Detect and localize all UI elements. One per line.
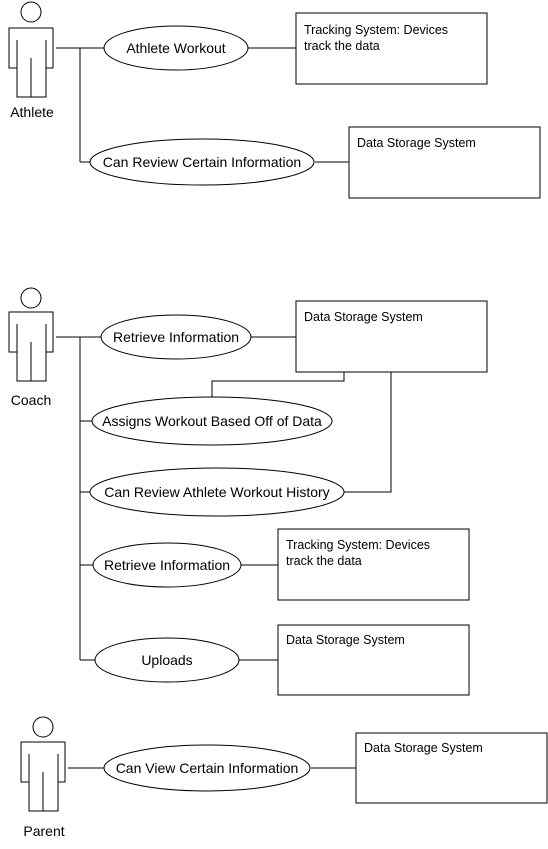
use-case-athlete-workout: Athlete Workout	[103, 25, 249, 71]
system-label: Data Storage System	[357, 136, 476, 150]
actor-label-parent: Parent	[23, 823, 64, 839]
actor-head	[20, 287, 42, 309]
use-case-label: Can Review Athlete Workout History	[104, 484, 329, 500]
system-label: Data Storage System	[286, 633, 405, 647]
system-label-line-2: track the data	[304, 39, 380, 53]
system-box-tracking-2: Tracking System: Devices track the data	[277, 528, 470, 601]
use-case-label: Uploads	[141, 652, 192, 668]
actor-label-athlete: Athlete	[10, 104, 54, 120]
use-case-can-review-athlete-workout-history: Can Review Athlete Workout History	[89, 467, 345, 517]
system-box-storage-1: Data Storage System	[348, 126, 541, 199]
athlete-connectors	[56, 47, 349, 163]
use-case-retrieve-information-2: Retrieve Information	[92, 542, 242, 588]
use-case-label: Assigns Workout Based Off of Data	[102, 413, 322, 429]
use-case-can-review-certain-information: Can Review Certain Information	[89, 138, 315, 186]
system-box-storage-3: Data Storage System	[277, 624, 470, 696]
actor-parent: Parent	[20, 716, 66, 839]
system-label-line-1: Tracking System: Devices	[304, 23, 448, 37]
system-box-tracking-1: Tracking System: Devices track the data	[295, 12, 488, 85]
use-case-label: Can View Certain Information	[116, 760, 299, 776]
system-label: Data Storage System	[304, 310, 423, 324]
actor-head	[32, 716, 54, 738]
actor-label-coach: Coach	[11, 392, 51, 408]
use-case-assigns-workout: Assigns Workout Based Off of Data	[91, 396, 333, 446]
system-box-storage-4: Data Storage System	[355, 732, 548, 804]
actor-athlete: Athlete	[8, 1, 54, 120]
system-label: Data Storage System	[364, 741, 483, 755]
use-case-can-view-certain-information: Can View Certain Information	[103, 744, 311, 792]
use-case-label: Retrieve Information	[104, 557, 230, 573]
system-label-line-2: track the data	[286, 554, 362, 568]
actor-coach: Coach	[8, 287, 54, 408]
actor-head	[20, 1, 42, 23]
use-case-uploads: Uploads	[94, 637, 240, 683]
use-case-label: Retrieve Information	[113, 329, 239, 345]
coach-connectors	[56, 336, 392, 661]
system-label-line-1: Tracking System: Devices	[286, 538, 430, 552]
use-case-label: Athlete Workout	[126, 40, 225, 56]
use-case-label: Can Review Certain Information	[103, 154, 301, 170]
use-case-retrieve-information-1: Retrieve Information	[100, 314, 252, 360]
system-box-storage-2: Data Storage System	[295, 300, 488, 373]
